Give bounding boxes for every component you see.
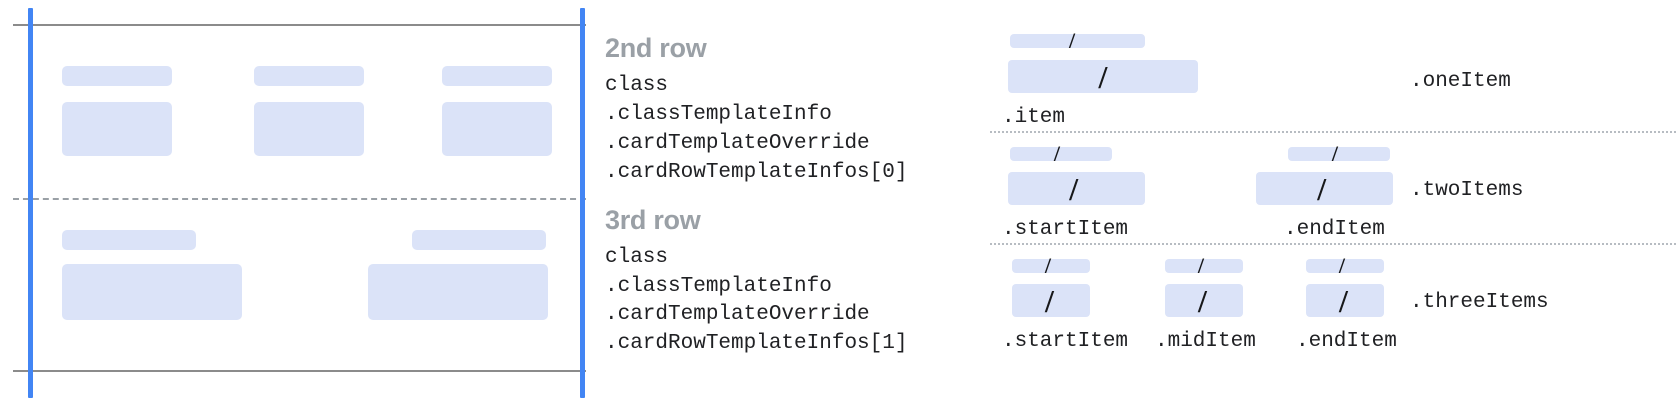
slash-glyph: / xyxy=(1331,141,1338,166)
variant-divider-1 xyxy=(990,131,1676,133)
row2-col3-label-placeholder xyxy=(442,66,552,86)
slash-glyph: / xyxy=(1197,253,1204,278)
two-items-end-label: .endItem xyxy=(1284,218,1385,241)
row2-col2-label-placeholder xyxy=(254,66,364,86)
variant-three-items: / / .startItem / / .midItem / / .endItem… xyxy=(940,246,1676,366)
row3-col2-body-placeholder xyxy=(368,264,548,320)
one-item-label-box: / xyxy=(1010,30,1145,52)
slash-glyph: / xyxy=(1338,282,1348,319)
annotation-line-second-row-0: class xyxy=(605,74,669,97)
card-bottom-border xyxy=(13,370,586,372)
annotation-line-second-row-2: .cardTemplateOverride xyxy=(605,132,870,155)
annotation-line-second-row-1: .classTemplateInfo xyxy=(605,103,832,126)
variant-divider-2 xyxy=(990,243,1676,245)
slash-glyph: / xyxy=(1044,282,1054,319)
annotation-line-third-row-1: .classTemplateInfo xyxy=(605,275,832,298)
two-items-end-label-box: / xyxy=(1288,143,1390,165)
annotation-column: 2nd row class .classTemplateInfo .cardTe… xyxy=(600,0,940,412)
slash-glyph: / xyxy=(1197,282,1207,319)
variant-two-items: / / .startItem / / .endItem .twoItems xyxy=(940,134,1676,246)
three-items-mid-label-box: / xyxy=(1165,255,1243,277)
three-items-mid-label: .midItem xyxy=(1155,330,1256,353)
three-items-mid-body-box: / xyxy=(1165,284,1243,317)
annotation-line-third-row-3: .cardRowTemplateInfos[1] xyxy=(605,332,908,355)
row-layout-variants: / / .item .oneItem / / .startItem / xyxy=(940,0,1676,412)
two-items-start-label: .startItem xyxy=(1002,218,1129,241)
two-items-class-label: .twoItems xyxy=(1410,179,1524,202)
right-margin-rail xyxy=(580,8,585,398)
variant-one-item: / / .item .oneItem xyxy=(940,0,1676,134)
one-item-body-box: / xyxy=(1008,60,1198,93)
slash-glyph: / xyxy=(1098,58,1108,95)
row2-col2-body-placeholder xyxy=(254,102,364,156)
left-margin-rail xyxy=(28,8,33,398)
row3-col1-body-placeholder xyxy=(62,264,242,320)
annotation-line-third-row-2: .cardTemplateOverride xyxy=(605,303,870,326)
row2-col3-body-placeholder xyxy=(442,102,552,156)
slash-glyph: / xyxy=(1069,28,1076,53)
slash-glyph: / xyxy=(1317,170,1327,207)
three-items-class-label: .threeItems xyxy=(1410,291,1549,314)
annotation-heading-second-row: 2nd row xyxy=(605,33,707,63)
card-row-template-preview xyxy=(0,0,600,412)
one-item-item-label: .item xyxy=(1002,106,1066,129)
annotation-line-second-row-3: .cardRowTemplateInfos[0] xyxy=(605,161,908,184)
slash-glyph: / xyxy=(1338,253,1345,278)
card-top-border xyxy=(13,24,586,26)
one-item-class-label: .oneItem xyxy=(1410,70,1511,93)
three-items-start-label: .startItem xyxy=(1002,330,1129,353)
row3-col2-label-placeholder xyxy=(412,230,546,250)
two-items-end-body-box: / xyxy=(1256,172,1393,205)
annotation-line-third-row-0: class xyxy=(605,246,669,269)
slash-glyph: / xyxy=(1044,253,1051,278)
slash-glyph: / xyxy=(1069,170,1079,207)
three-items-end-body-box: / xyxy=(1306,284,1384,317)
two-items-start-label-box: / xyxy=(1010,143,1112,165)
three-items-start-body-box: / xyxy=(1012,284,1090,317)
three-items-end-label: .endItem xyxy=(1296,330,1397,353)
annotation-heading-third-row: 3rd row xyxy=(605,205,701,235)
row3-col1-label-placeholder xyxy=(62,230,196,250)
three-items-start-label-box: / xyxy=(1012,255,1090,277)
slash-glyph: / xyxy=(1053,141,1060,166)
two-items-start-body-box: / xyxy=(1008,172,1145,205)
row2-col1-body-placeholder xyxy=(62,102,172,156)
row-divider-dashed xyxy=(13,198,586,200)
row2-col1-label-placeholder xyxy=(62,66,172,86)
three-items-end-label-box: / xyxy=(1306,255,1384,277)
